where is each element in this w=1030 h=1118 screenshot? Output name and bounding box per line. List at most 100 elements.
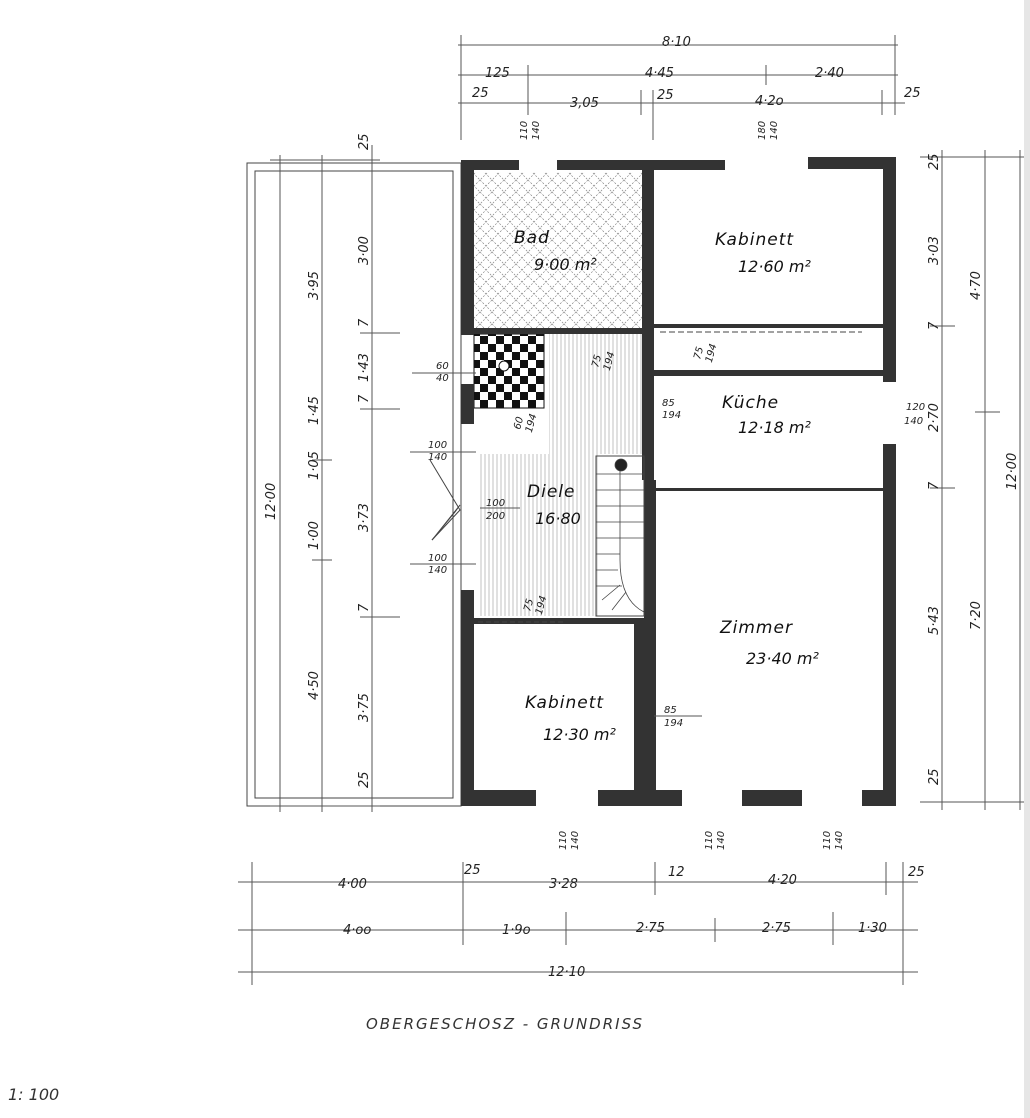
dim-top-total: 8·10 bbox=[662, 35, 691, 50]
room-area-kueche: 12·18 m² bbox=[738, 418, 811, 437]
dim-bottom-r2-e: 1·30 bbox=[858, 921, 887, 936]
room-name-bad: Bad bbox=[514, 228, 550, 248]
page-edge bbox=[1024, 0, 1030, 1118]
room-kueche: Küche 12·18 m² bbox=[722, 393, 811, 437]
dim-door-6-w: 85 bbox=[664, 705, 677, 716]
dim-left: 12·00 3·95 1·45 1·05 1·00 4·50 25 3·00 7… bbox=[264, 133, 400, 812]
dim-bottom-r1-f: 25 bbox=[908, 865, 925, 880]
dim-left-mid-2: 1·45 bbox=[307, 396, 322, 425]
dim-top-opening-2-h: 140 bbox=[769, 121, 780, 140]
dim-top-r3-a: 25 bbox=[472, 86, 489, 101]
dim-door-3-h: 194 bbox=[524, 413, 540, 434]
dim-right-opening-w: 120 bbox=[906, 402, 925, 413]
dim-left-inner-6: 3·73 bbox=[357, 503, 372, 532]
dim-left-inner-3: 7 bbox=[357, 318, 372, 327]
dim-right-inner-6: 5·43 bbox=[927, 606, 942, 635]
dim-window-3-h: 140 bbox=[428, 565, 447, 576]
dim-bottom-opening-1-h: 140 bbox=[570, 831, 581, 850]
dim-bottom: 4·00 25 3·28 12 4·20 25 4·oo 1·9o 2·75 2… bbox=[238, 862, 925, 985]
bath-floor-hatch bbox=[474, 172, 642, 331]
dim-bottom-r1-e: 4·20 bbox=[768, 873, 797, 888]
dim-left-inner-5: 7 bbox=[357, 394, 372, 403]
dim-door-2-w: 75 bbox=[692, 346, 706, 361]
dim-top-opening-1-w: 110 bbox=[519, 121, 530, 140]
dim-top-r2-b: 4·45 bbox=[645, 66, 674, 81]
dim-top-r3-e: 25 bbox=[904, 86, 921, 101]
dim-chimney-h: 40 bbox=[436, 373, 449, 384]
dim-right-outer: 12·00 bbox=[1005, 453, 1020, 490]
room-kabinett-ne: Kabinett 12·60 m² bbox=[715, 230, 811, 276]
dim-window-2-h: 200 bbox=[486, 511, 505, 522]
dim-top-r2-a: 125 bbox=[485, 66, 510, 81]
dim-right-inner-1: 25 bbox=[927, 153, 942, 170]
dim-left-inner-1: 25 bbox=[357, 133, 372, 150]
dim-door-1-h: 194 bbox=[602, 351, 618, 372]
dim-bottom-openings: 110 140 110 140 110 140 bbox=[558, 831, 845, 850]
dim-bottom-r1-a: 4·00 bbox=[338, 877, 367, 892]
room-name-zimmer: Zimmer bbox=[719, 618, 793, 638]
room-kabinett-s: Kabinett 12·30 m² bbox=[525, 693, 616, 744]
dim-right-inner-5: 7 bbox=[927, 481, 942, 490]
chimney-flue bbox=[498, 360, 510, 372]
dim-window-1-h: 140 bbox=[428, 452, 447, 463]
dim-right: 25 3·03 7 2·70 7 5·43 25 4·70 7·20 12·00… bbox=[904, 150, 1025, 810]
dim-left-mid-4: 1·00 bbox=[307, 521, 322, 550]
room-area-kabinett-ne: 12·60 m² bbox=[738, 257, 811, 276]
drawing-scale: 1: 100 bbox=[8, 1085, 59, 1104]
dim-door-5-h: 194 bbox=[534, 595, 550, 616]
dim-left-mid-3: 1·05 bbox=[307, 451, 322, 480]
dim-bottom-r2-b: 1·9o bbox=[502, 923, 531, 938]
dim-door-5-w: 75 bbox=[522, 598, 536, 613]
dim-bottom-opening-1-w: 110 bbox=[558, 831, 569, 850]
dim-left-mid-1: 3·95 bbox=[307, 271, 322, 300]
walls bbox=[461, 157, 896, 806]
dim-bottom-opening-3-w: 110 bbox=[822, 831, 833, 850]
dim-window-2-w: 100 bbox=[486, 498, 505, 509]
room-bad: Bad 9·00 m² bbox=[514, 228, 597, 274]
dim-top: 8·10 125 4·45 2·40 25 3,05 25 4·2o 25 11… bbox=[458, 35, 921, 140]
dim-left-outer: 12·00 bbox=[264, 483, 279, 520]
dim-bottom-opening-2-h: 140 bbox=[716, 831, 727, 850]
door-swings bbox=[429, 331, 862, 623]
dim-left-mid-5: 4·50 bbox=[307, 671, 322, 700]
dim-door-4-w: 85 bbox=[662, 398, 675, 409]
dim-top-r3-c: 25 bbox=[657, 88, 674, 103]
dim-bottom-opening-2-w: 110 bbox=[704, 831, 715, 850]
dim-bottom-opening-3-h: 140 bbox=[834, 831, 845, 850]
room-name-kabinett-ne: Kabinett bbox=[715, 230, 794, 250]
dim-bottom-r2-d: 2·75 bbox=[762, 921, 791, 936]
dim-right-inner-2: 3·03 bbox=[927, 236, 942, 265]
dim-right-mid-2: 7·20 bbox=[969, 601, 984, 630]
dim-bottom-total: 12·10 bbox=[548, 965, 585, 980]
dim-interior: 60 40 75 194 75 194 60 194 85 194 75 194… bbox=[410, 343, 719, 729]
dim-window-1-w: 100 bbox=[428, 440, 447, 451]
hall-floor-texture-2 bbox=[478, 454, 598, 616]
dim-bottom-r2-a: 4·oo bbox=[343, 923, 371, 938]
dim-left-inner-4: 1·43 bbox=[357, 353, 372, 382]
room-area-bad: 9·00 m² bbox=[534, 255, 597, 274]
dim-bottom-r1-c: 3·28 bbox=[549, 877, 578, 892]
room-name-kabinett-s: Kabinett bbox=[525, 693, 604, 713]
dim-right-inner-7: 25 bbox=[927, 768, 942, 785]
dim-door-4-h: 194 bbox=[662, 410, 681, 421]
chimney-checker bbox=[473, 333, 545, 409]
dim-right-inner-4: 2·70 bbox=[927, 403, 942, 432]
room-area-diele: 16·80 bbox=[535, 509, 581, 528]
dim-door-3-w: 60 bbox=[512, 416, 526, 431]
dim-left-inner-2: 3·00 bbox=[357, 236, 372, 265]
dim-bottom-r2-c: 2·75 bbox=[636, 921, 665, 936]
dim-door-6-h: 194 bbox=[664, 718, 683, 729]
dim-right-mid-1: 4·70 bbox=[969, 271, 984, 300]
dim-right-opening-h: 140 bbox=[904, 416, 923, 427]
dim-window-3-w: 100 bbox=[428, 553, 447, 564]
dim-door-1-w: 75 bbox=[590, 354, 604, 369]
room-area-zimmer: 23·40 m² bbox=[746, 649, 819, 668]
room-zimmer: Zimmer 23·40 m² bbox=[719, 618, 819, 668]
dim-top-opening-1-h: 140 bbox=[531, 121, 542, 140]
room-name-kueche: Küche bbox=[722, 393, 779, 413]
dim-right-inner-3: 7 bbox=[927, 321, 942, 330]
dim-top-r2-c: 2·40 bbox=[815, 66, 844, 81]
dim-top-r3-b: 3,05 bbox=[570, 96, 599, 111]
hall-floor-texture bbox=[549, 334, 642, 454]
